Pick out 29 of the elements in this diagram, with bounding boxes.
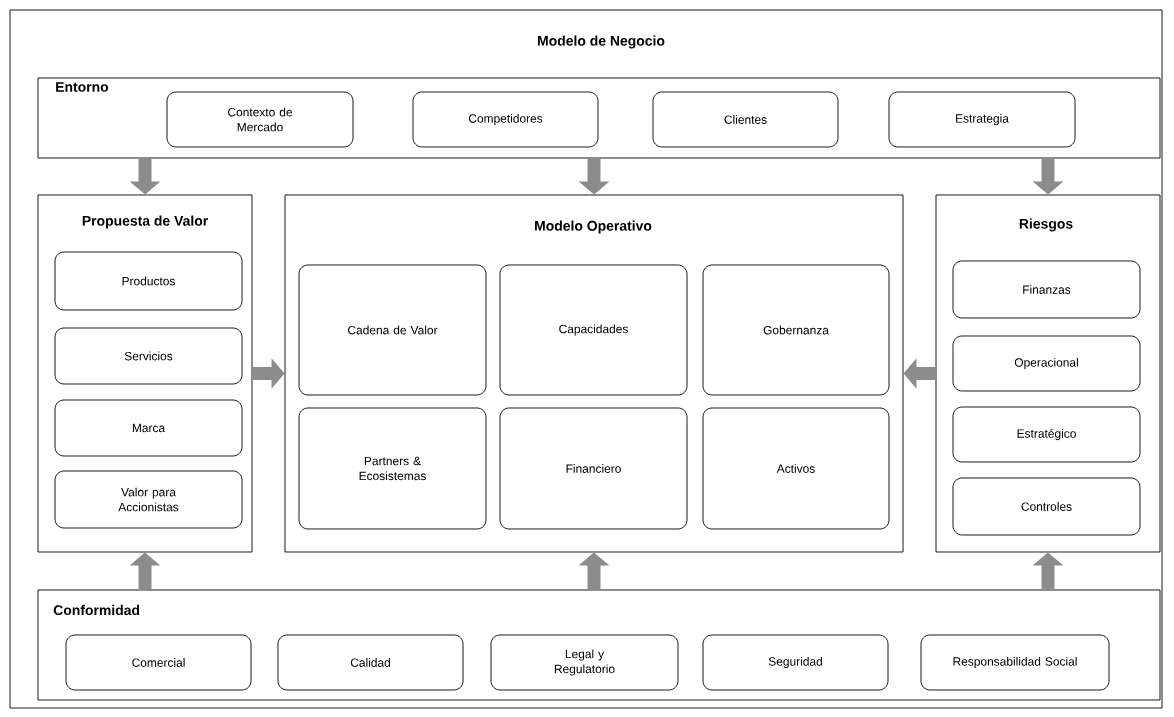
rounded-box: Legal y Regulatorio (490, 634, 679, 691)
panel-heading: Conformidad (53, 604, 140, 616)
rounded-box: Responsabilidad Social (920, 634, 1110, 691)
rounded-box: Calidad (277, 634, 464, 691)
rounded-box: Clientes (652, 91, 839, 148)
rounded-box: Productos (54, 251, 243, 311)
rounded-box: Servicios (54, 327, 243, 385)
rounded-box: Operacional (952, 335, 1141, 392)
rounded-box: Gobernanza (702, 264, 890, 396)
rounded-box: Finanzas (952, 260, 1141, 319)
rounded-box: Partners & Ecosistemas (298, 407, 487, 530)
panel-heading: Riesgos (1019, 218, 1073, 232)
panel-heading: Propuesta de Valor (82, 215, 208, 229)
rounded-box: Valor para Accionistas (54, 470, 243, 529)
rounded-box: Competidores (412, 91, 599, 148)
panel-heading: Modelo Operativo (535, 220, 652, 234)
rounded-box: Activos (702, 407, 890, 530)
rounded-box: Seguridad (702, 634, 889, 691)
rounded-box: Financiero (499, 407, 688, 530)
rounded-box: Controles (952, 477, 1141, 536)
rounded-box: Contexto de Mercado (166, 91, 354, 148)
rounded-box: Estrategia (888, 91, 1076, 148)
panel-heading: Modelo de Negocio (538, 35, 665, 49)
rounded-box: Comercial (65, 634, 252, 691)
panel-heading: Entorno (56, 82, 109, 92)
rounded-box: Capacidades (499, 264, 688, 396)
rounded-box: Estratégico (952, 406, 1141, 463)
rounded-box: Cadena de Valor (298, 264, 487, 396)
rounded-box: Marca (54, 399, 243, 457)
